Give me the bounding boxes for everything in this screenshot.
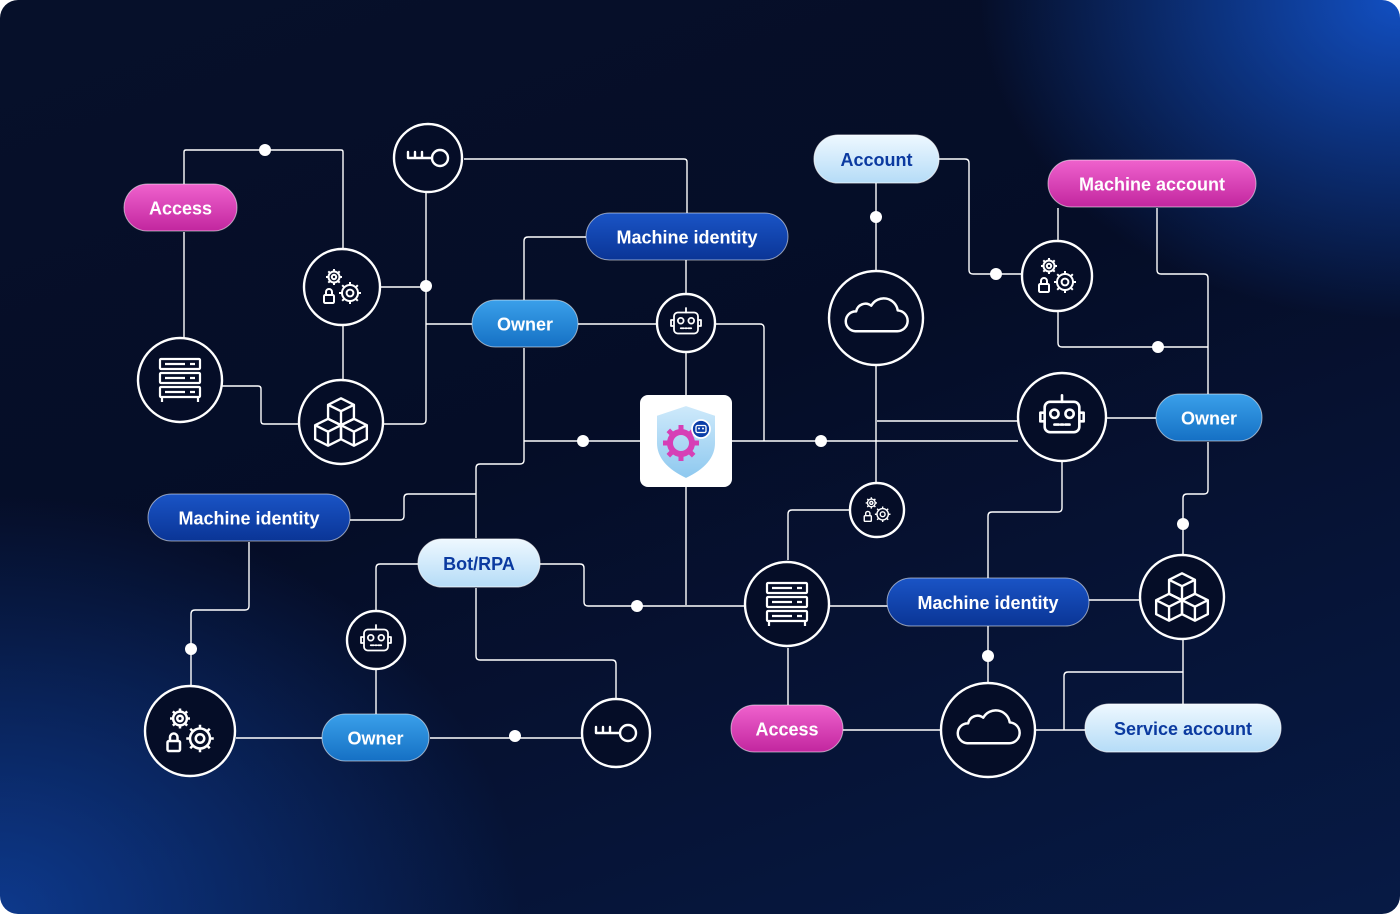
svg-text:Bot/RPA: Bot/RPA xyxy=(443,554,515,574)
svg-text:Machine identity: Machine identity xyxy=(917,593,1058,613)
svg-text:Owner: Owner xyxy=(497,315,553,335)
connector xyxy=(1156,208,1209,394)
junction-dot xyxy=(420,280,432,292)
icon-nodes xyxy=(136,122,1226,779)
robot-node xyxy=(345,609,407,671)
connector xyxy=(540,563,746,607)
gears-lock-node xyxy=(1020,239,1094,313)
junction-dot xyxy=(1152,341,1164,353)
bot-rpa-pill: Bot/RPA xyxy=(417,538,541,588)
connector xyxy=(381,286,427,425)
connector xyxy=(1057,311,1208,348)
junction-dot xyxy=(990,268,1002,280)
access-pill: Access xyxy=(730,704,844,753)
key-node xyxy=(392,122,464,194)
junction-dot xyxy=(509,730,521,742)
connector xyxy=(987,462,1063,578)
service-account-pill: Service account xyxy=(1084,703,1282,753)
machine-identity-pill: Machine identity xyxy=(886,577,1090,627)
owner-pill: Owner xyxy=(471,299,579,348)
svg-text:Service account: Service account xyxy=(1114,719,1252,739)
junction-dot xyxy=(631,600,643,612)
junction-dots xyxy=(185,144,1189,742)
machine-identity-pill: Machine identity xyxy=(585,212,789,261)
owner-pill: Owner xyxy=(321,713,430,762)
cubes-node xyxy=(1138,553,1226,641)
junction-dot xyxy=(259,144,271,156)
owner-pill: Owner xyxy=(1155,393,1263,442)
machine-account-pill: Machine account xyxy=(1047,159,1257,208)
gears-lock-node xyxy=(302,247,382,327)
cubes-node xyxy=(297,378,385,466)
server-node xyxy=(136,336,224,424)
connector xyxy=(1182,442,1209,554)
svg-text:Machine identity: Machine identity xyxy=(178,509,319,529)
key-node xyxy=(580,697,652,769)
central-hub xyxy=(640,395,732,487)
gears-lock-node xyxy=(143,684,237,778)
connector xyxy=(375,563,418,614)
junction-dot xyxy=(1177,518,1189,530)
connector xyxy=(222,385,300,425)
svg-text:Access: Access xyxy=(149,199,212,219)
account-pill: Account xyxy=(813,134,940,184)
connector xyxy=(938,158,1022,275)
connector xyxy=(190,542,250,686)
junction-dot xyxy=(870,211,882,223)
connector xyxy=(716,323,765,441)
machine-identity-pill: Machine identity xyxy=(147,493,351,542)
connector xyxy=(523,236,586,300)
connector xyxy=(464,158,688,213)
junction-dot xyxy=(815,435,827,447)
svg-text:Account: Account xyxy=(841,150,913,170)
junction-dot xyxy=(577,435,589,447)
connector xyxy=(475,348,525,538)
shield-gear-robot-icon xyxy=(655,403,717,481)
svg-text:Owner: Owner xyxy=(347,729,403,749)
connector xyxy=(787,509,850,560)
server-node xyxy=(743,560,831,648)
svg-text:Machine account: Machine account xyxy=(1079,175,1225,195)
connector xyxy=(1063,671,1183,730)
robot-node xyxy=(655,292,717,354)
junction-dot xyxy=(185,643,197,655)
access-pill: Access xyxy=(123,183,238,232)
cloud-node xyxy=(827,269,925,367)
connector xyxy=(475,588,617,698)
label-pills: Access Machine identity Owner Account Ma… xyxy=(123,134,1282,762)
connector-lines xyxy=(183,149,1209,739)
cloud-node xyxy=(939,681,1037,779)
svg-text:Owner: Owner xyxy=(1181,409,1237,429)
gears-lock-node xyxy=(848,481,906,539)
connector xyxy=(350,493,476,521)
junction-dot xyxy=(982,650,994,662)
svg-text:Access: Access xyxy=(755,720,818,740)
svg-text:Machine identity: Machine identity xyxy=(616,228,757,248)
robot-node xyxy=(1016,371,1108,463)
